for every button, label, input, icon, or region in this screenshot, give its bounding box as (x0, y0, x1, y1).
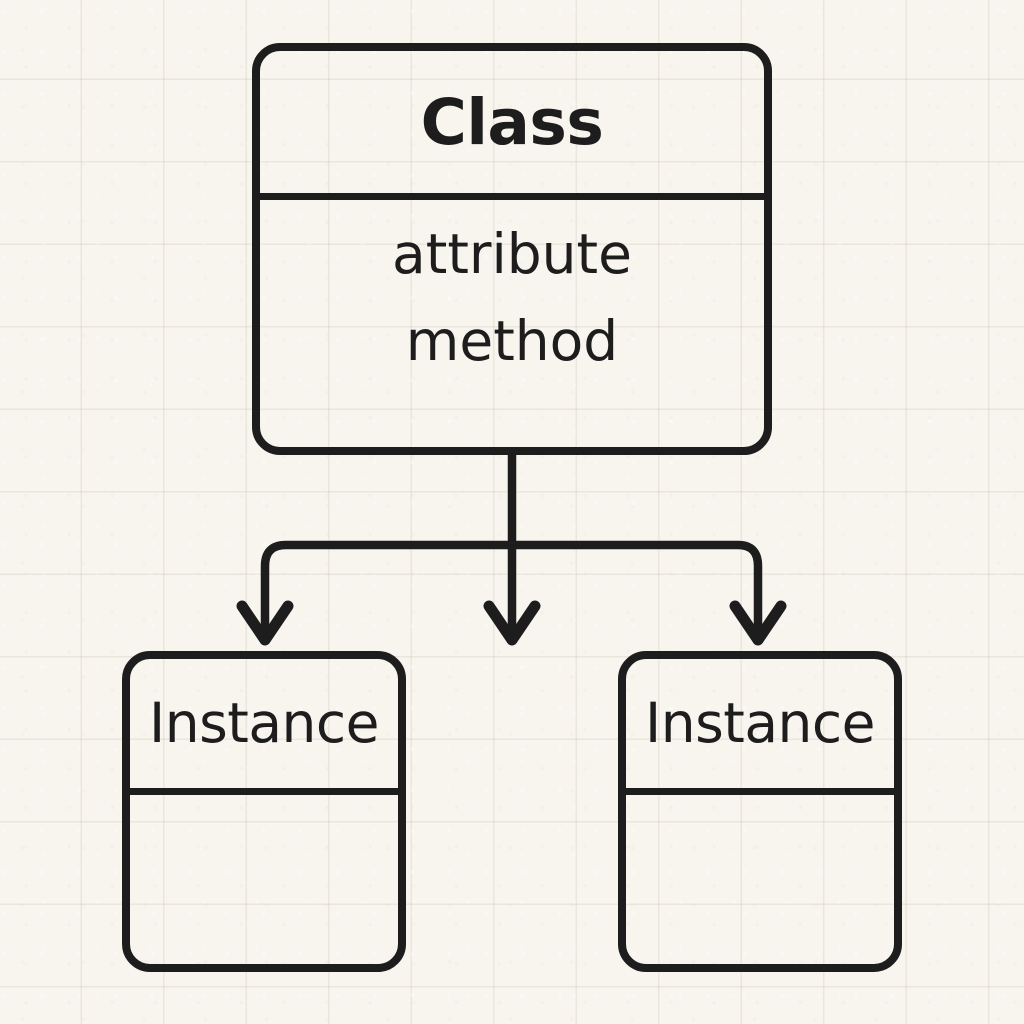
instance-node-1-title: Instance (149, 691, 379, 755)
instance-node-1-divider (129, 788, 399, 795)
instance-node-2-title: Instance (645, 691, 875, 755)
class-node-divider (259, 193, 765, 200)
class-node[interactable]: Class attribute method (252, 43, 772, 455)
class-member-method: method (405, 308, 619, 373)
arrowhead-right-icon (729, 600, 787, 646)
instance-node-1[interactable]: Instance (122, 651, 406, 972)
class-node-members: attribute method (260, 200, 764, 447)
class-node-title: Class (420, 85, 604, 159)
instance-node-2-divider (625, 788, 895, 795)
class-member-attribute: attribute (392, 222, 632, 286)
instance-node-2[interactable]: Instance (618, 651, 902, 972)
instance-node-2-members (626, 795, 894, 964)
connector-bus-bar (260, 540, 763, 645)
instance-node-1-members (130, 795, 398, 964)
arrowhead-left-icon (236, 600, 294, 646)
arrowhead-center-icon (483, 600, 541, 646)
